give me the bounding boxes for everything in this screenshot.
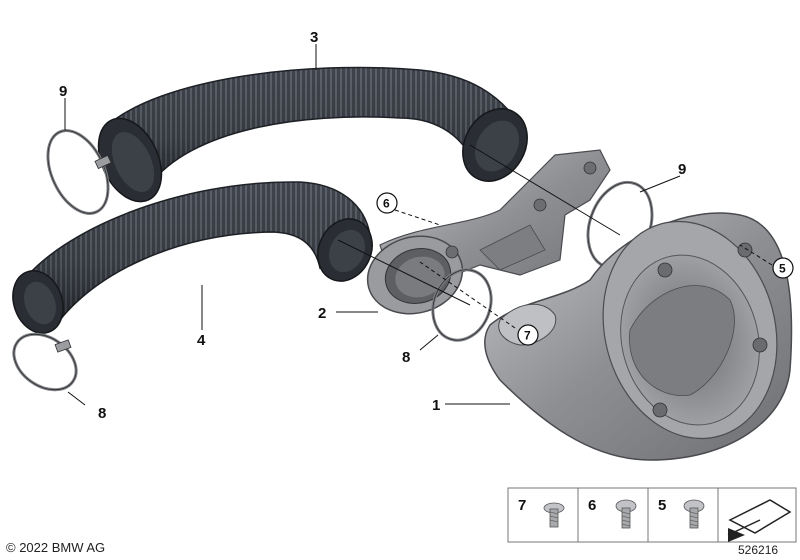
callout-8-left: 8 — [98, 405, 106, 422]
callout-7-circle: 7 — [517, 324, 539, 346]
callout-1: 1 — [432, 397, 440, 414]
legend-label-7: 7 — [518, 497, 526, 514]
svg-text:6: 6 — [383, 197, 390, 211]
callout-2: 2 — [318, 305, 326, 322]
air-duct-funnel — [484, 212, 793, 461]
hose-clamp-upper-left — [46, 129, 112, 215]
callout-9-left: 9 — [59, 83, 67, 100]
leader-lines — [64, 44, 773, 406]
hose-clamp-lower-left — [12, 332, 78, 392]
callout-3: 3 — [310, 29, 318, 46]
screw-legend: 7 6 5 — [507, 487, 797, 543]
callout-4: 4 — [197, 332, 206, 349]
screw-5-icon — [683, 499, 705, 529]
legend-label-6: 6 — [588, 497, 596, 514]
diagram-number: 526216 — [738, 543, 779, 557]
upper-hose — [97, 66, 528, 203]
lower-hose — [12, 181, 373, 334]
legend-label-5: 5 — [658, 497, 666, 514]
callout-5-circle: 5 — [772, 257, 794, 279]
copyright-text: © 2022 BMW AG — [6, 540, 106, 555]
svg-text:5: 5 — [779, 262, 786, 276]
screw-6-icon — [615, 499, 637, 529]
svg-text:7: 7 — [524, 329, 531, 343]
hose-clamp-middle — [431, 268, 493, 342]
callout-9-right: 9 — [678, 161, 686, 178]
screw-7-icon — [543, 502, 565, 528]
bracket — [366, 149, 611, 315]
callout-8-middle: 8 — [402, 349, 410, 366]
callout-6-circle: 6 — [376, 192, 398, 214]
orientation-arrow-icon — [727, 499, 792, 542]
